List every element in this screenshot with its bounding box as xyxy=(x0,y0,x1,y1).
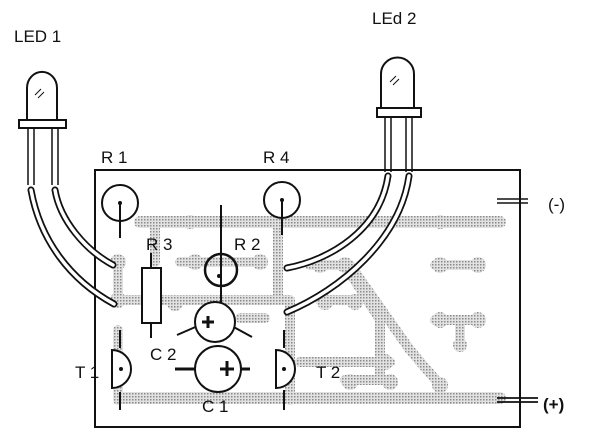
capacitor-c1 xyxy=(175,345,250,393)
resistor-r1 xyxy=(101,184,139,238)
label-c2: C 2 xyxy=(150,345,176,364)
label-t2: T 2 xyxy=(316,363,340,382)
label-led1: LED 1 xyxy=(14,27,61,46)
capacitor-c2 xyxy=(176,301,253,343)
label-negative: (-) xyxy=(548,195,565,214)
resistor-r3 xyxy=(141,253,162,338)
label-r1: R 1 xyxy=(101,148,127,167)
solder-pads xyxy=(110,215,486,393)
resistor-r4 xyxy=(263,181,301,235)
label-c1: C 1 xyxy=(202,397,228,416)
led-1 xyxy=(18,70,67,185)
led-2 xyxy=(376,56,422,172)
label-r3: R 3 xyxy=(146,235,172,254)
resistor-r2 xyxy=(203,205,239,315)
power-leads xyxy=(497,198,538,403)
label-led2: LEd 2 xyxy=(372,9,416,28)
label-positive: (+) xyxy=(543,395,564,414)
label-r4: R 4 xyxy=(263,148,289,167)
label-t1: T 1 xyxy=(75,363,99,382)
transistor-t1 xyxy=(111,330,132,410)
label-r2: R 2 xyxy=(234,235,260,254)
transistor-t2 xyxy=(275,330,296,410)
